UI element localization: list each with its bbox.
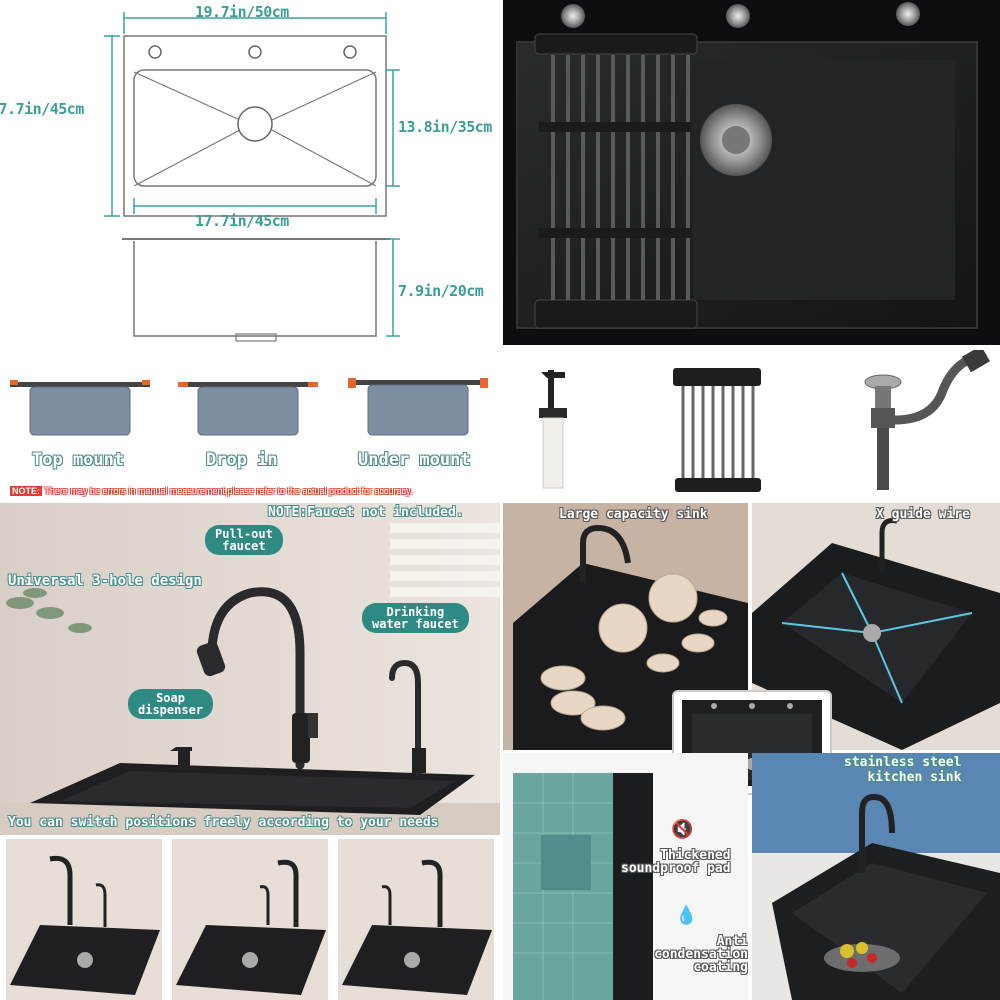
stainless-panel: stainless steel kitchen sink bbox=[752, 753, 1000, 1000]
x-guide-svg bbox=[752, 503, 1000, 750]
faucet-hole-cap bbox=[896, 2, 920, 26]
mounting-svg bbox=[10, 378, 488, 436]
note-text: There may be errors in manual measuremen… bbox=[44, 486, 413, 496]
inner-width-label: 17.7in/45cm bbox=[195, 212, 289, 230]
thumbnail-2 bbox=[172, 839, 328, 1000]
soap-dispenser-item bbox=[539, 370, 567, 489]
mount-option-under: Under mount bbox=[358, 450, 471, 470]
drain-outline bbox=[237, 106, 273, 142]
stainless-steel-label: stainless steel kitchen sink bbox=[844, 755, 962, 785]
x-guide-lines bbox=[781, 572, 973, 704]
thickened-pad-label: Thickened soundproof pad bbox=[621, 848, 731, 876]
accessories-panel bbox=[503, 350, 1000, 500]
stainless-svg bbox=[752, 753, 1000, 1000]
water-drop-icon: 💧 bbox=[675, 905, 698, 926]
dimension-diagram: 19.7in/50cm 17.7in/45cm 17.7in/45cm 13.8… bbox=[0, 0, 500, 345]
kitchen-scene-panel: NOTE:Faucet not included. Pull-out fauce… bbox=[0, 503, 500, 835]
mount-option-top: Top mount bbox=[32, 450, 125, 470]
width-label: 19.7in/50cm bbox=[195, 3, 289, 21]
speaker-mute-icon: 🔇 bbox=[671, 819, 694, 840]
note-label: NOTE: bbox=[10, 486, 42, 496]
drinking-water-faucet-callout: Drinking water faucet bbox=[362, 603, 469, 633]
soundproof-panel: 🔇 Thickened soundproof pad 💧 Anti conden… bbox=[503, 753, 748, 1000]
thumbnails-svg bbox=[6, 839, 494, 1000]
height-label: 7.9in/20cm bbox=[398, 282, 484, 300]
anti-condensation-label: Anti condensation coating bbox=[654, 934, 748, 975]
faucet-hole bbox=[148, 45, 162, 59]
drying-rack-rods bbox=[551, 55, 690, 300]
thumbnail-3 bbox=[338, 839, 494, 1000]
mounting-options-panel: Top mount Drop in Under mount NOTE: Ther… bbox=[0, 350, 500, 500]
thumbnail-1 bbox=[6, 839, 162, 1000]
faucet-not-included-note: NOTE:Faucet not included. bbox=[268, 505, 464, 520]
switch-positions-label: You can switch positions freely accordin… bbox=[8, 815, 439, 830]
mount-option-drop: Drop in bbox=[206, 450, 278, 470]
x-guide-wire-label: X guide wire bbox=[876, 507, 970, 522]
drain-kit-item bbox=[864, 350, 991, 490]
measurement-note: NOTE: There may be errors in manual meas… bbox=[10, 486, 412, 496]
inner-depth-label: 13.8in/35cm bbox=[398, 118, 492, 136]
soap-dispenser-callout: Soap dispenser bbox=[128, 689, 214, 719]
sink-outer-outline bbox=[123, 35, 387, 217]
sink-top-svg bbox=[503, 0, 1000, 345]
position-thumbnails bbox=[0, 835, 500, 1000]
sink-diagram-svg bbox=[104, 12, 400, 342]
faucet-hole bbox=[343, 45, 357, 59]
three-hole-design-label: Universal 3-hole design bbox=[8, 573, 202, 589]
pull-out-faucet-callout: Pull-out faucet bbox=[205, 525, 283, 555]
sink-basin-outline bbox=[133, 69, 377, 187]
soundproof-svg bbox=[503, 753, 748, 1000]
kitchen-scene-svg bbox=[0, 503, 500, 835]
faucet-hole bbox=[248, 45, 262, 59]
depth-label: 17.7in/45cm bbox=[0, 100, 84, 118]
drying-rack-item bbox=[673, 368, 761, 492]
faucet-hole-cap bbox=[726, 4, 750, 28]
x-guide-panel: X guide wire bbox=[752, 503, 1000, 750]
sink-top-photo bbox=[503, 0, 1000, 345]
faucet-hole-cap bbox=[561, 4, 585, 28]
accessories-svg bbox=[539, 350, 991, 492]
large-capacity-label: Large capacity sink bbox=[559, 507, 708, 522]
